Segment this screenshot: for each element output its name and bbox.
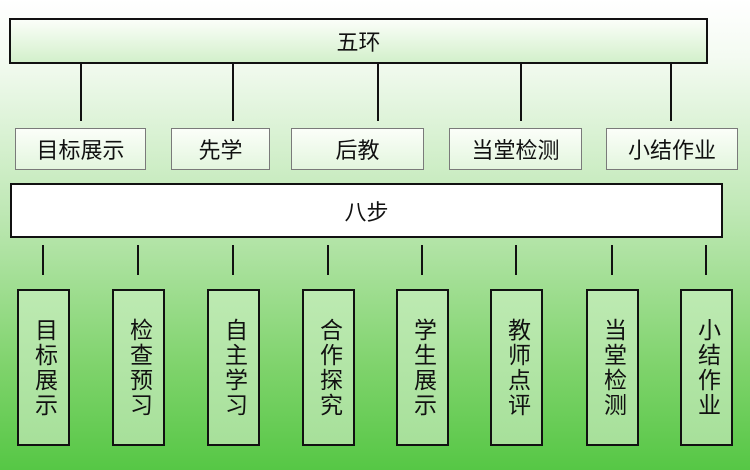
ring-box-label: 目标展示 — [36, 139, 125, 164]
step-box-3: 自主学习 — [207, 289, 260, 446]
step-box-7: 当堂检测 — [586, 289, 639, 446]
connector-top-5 — [670, 64, 672, 121]
connector-step-6 — [515, 245, 517, 275]
top-box-label: 五环 — [336, 31, 381, 56]
connector-step-4 — [327, 245, 329, 275]
step-box-2: 检查预习 — [112, 289, 165, 446]
ring-box-label: 当堂检测 — [471, 139, 560, 164]
connector-step-8 — [705, 245, 707, 275]
step-box-label: 检查预习 — [125, 317, 152, 418]
connector-top-4 — [520, 64, 522, 121]
step-box-label: 当堂检测 — [599, 317, 626, 418]
step-box-5: 学生展示 — [396, 289, 449, 446]
step-box-1: 目标展示 — [17, 289, 70, 446]
ring-box-label: 小结作业 — [627, 139, 716, 164]
connector-top-2 — [232, 64, 234, 121]
ring-box-label: 后教 — [335, 139, 380, 164]
ring-box-5: 小结作业 — [606, 128, 738, 170]
ring-box-2: 先学 — [171, 128, 270, 170]
top-box-five-rings: 五环 — [9, 18, 708, 64]
ring-box-label: 先学 — [198, 139, 243, 164]
ring-box-3: 后教 — [291, 128, 424, 170]
ring-box-1: 目标展示 — [15, 128, 146, 170]
connector-top-1 — [80, 64, 82, 121]
step-box-label: 学生展示 — [409, 317, 436, 418]
middle-box-label: 八步 — [344, 200, 389, 226]
step-box-6: 教师点评 — [490, 289, 543, 446]
step-box-label: 合作探究 — [315, 317, 342, 418]
step-box-label: 自主学习 — [220, 317, 247, 418]
connector-step-7 — [611, 245, 613, 275]
step-box-8: 小结作业 — [680, 289, 733, 446]
connector-step-3 — [232, 245, 234, 275]
connector-step-2 — [137, 245, 139, 275]
step-box-label: 目标展示 — [30, 317, 57, 418]
step-box-label: 教师点评 — [503, 317, 530, 418]
connector-top-3 — [377, 64, 379, 121]
connector-step-1 — [42, 245, 44, 275]
step-box-4: 合作探究 — [302, 289, 355, 446]
ring-box-4: 当堂检测 — [449, 128, 582, 170]
step-box-label: 小结作业 — [693, 317, 720, 418]
connector-step-5 — [421, 245, 423, 275]
middle-box-eight-steps: 八步 — [10, 183, 723, 238]
